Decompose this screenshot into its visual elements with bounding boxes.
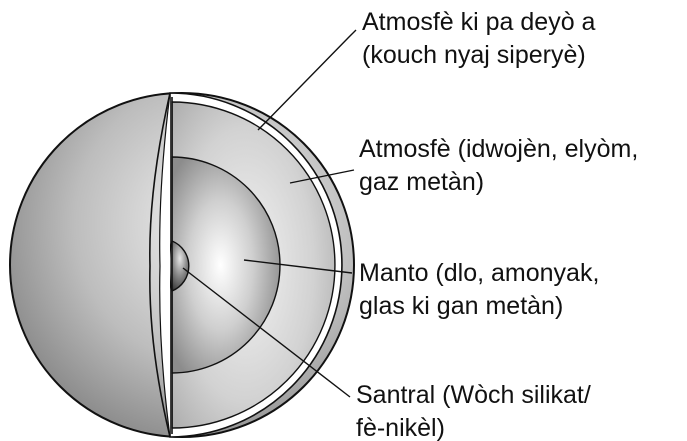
label-atmosphere-line2: gaz metàn) <box>359 168 484 196</box>
label-atmosphere-line1: Atmosfè (idwojèn, elyòm, <box>359 135 638 163</box>
label-mantle-line2: glas ki gan metàn) <box>359 292 563 320</box>
label-outer-atmosphere: Atmosfè ki pa deyò a (kouch nyaj siperyè… <box>362 8 602 69</box>
label-outer-atmosphere-line2: (kouch nyaj siperyè) <box>362 41 586 69</box>
label-outer-atmosphere-line1: Atmosfè ki pa deyò a <box>362 8 596 36</box>
label-core: Santral (Wòch silikat/ fè-nikèl) <box>356 381 598 441</box>
label-core-line1: Santral (Wòch silikat/ <box>356 381 591 409</box>
label-mantle-line1: Manto (dlo, amonyak, <box>359 259 599 287</box>
label-atmosphere: Atmosfè (idwojèn, elyòm, gaz metàn) <box>359 135 645 196</box>
label-core-line2: fè-nikèl) <box>356 414 445 441</box>
leader-outer-atmosphere <box>258 30 356 130</box>
label-mantle: Manto (dlo, amonyak, glas ki gan metàn) <box>359 259 606 320</box>
